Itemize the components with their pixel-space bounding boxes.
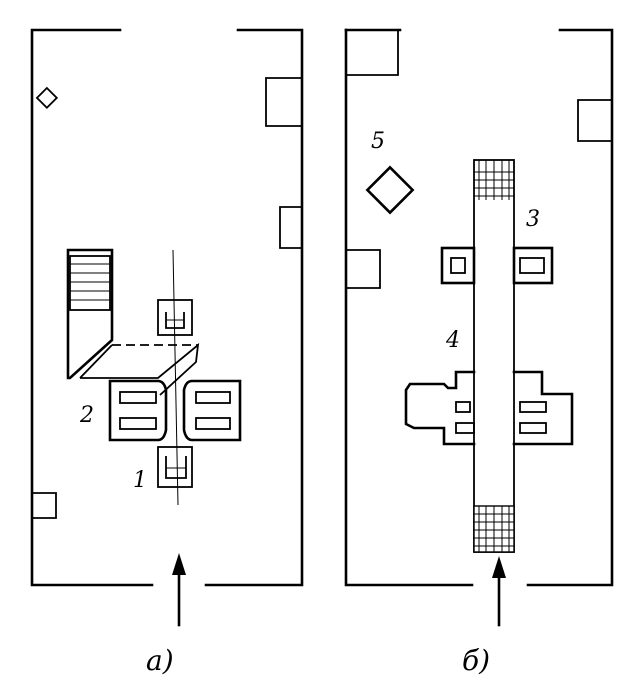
panel-b-machine-right <box>512 370 574 446</box>
panel-a-center-axis <box>172 249 179 506</box>
panel-a-wall-box-left <box>32 492 57 519</box>
panel-a-wall-box-right-lower <box>279 206 302 249</box>
panel-b-conveyor <box>473 159 515 553</box>
panel-a-small-diamond <box>35 86 59 110</box>
panel-b-wall-outline <box>344 28 614 587</box>
panel-b-diamond <box>365 165 415 215</box>
panel-b: 5 3 4 б) <box>344 28 614 677</box>
panel-b-machine-left <box>404 370 476 446</box>
panel-a: 2 1 a) <box>30 28 304 677</box>
panel-b-upper-block-right <box>512 246 554 285</box>
panel-a-lower-unit <box>157 446 193 488</box>
panel-b-label-3: 3 <box>526 207 540 232</box>
panel-a-wall-box-right-upper <box>265 77 302 127</box>
panel-b-upper-block-left <box>440 246 476 285</box>
panel-a-stair-ramp <box>66 248 114 380</box>
panel-a-wall-outline <box>30 28 304 587</box>
panel-a-caption: a) <box>146 644 174 677</box>
panel-b-entry-arrow <box>492 556 506 627</box>
panel-a-machine-right <box>182 379 242 442</box>
panel-b-label-4: 4 <box>445 328 460 353</box>
panel-b-wall-box-left <box>346 249 381 289</box>
panel-b-corner-box <box>346 30 399 76</box>
panel-a-platform <box>80 342 200 396</box>
panel-b-wall-box-right <box>577 99 612 142</box>
panel-a-entry-arrow <box>172 553 186 627</box>
panel-a-label-2: 2 <box>79 403 94 428</box>
panel-b-caption: б) <box>462 644 490 677</box>
panel-a-upper-unit <box>157 299 193 336</box>
panel-b-label-5: 5 <box>371 129 385 154</box>
panel-a-label-1: 1 <box>133 468 147 493</box>
panel-a-machine-left <box>108 379 168 442</box>
